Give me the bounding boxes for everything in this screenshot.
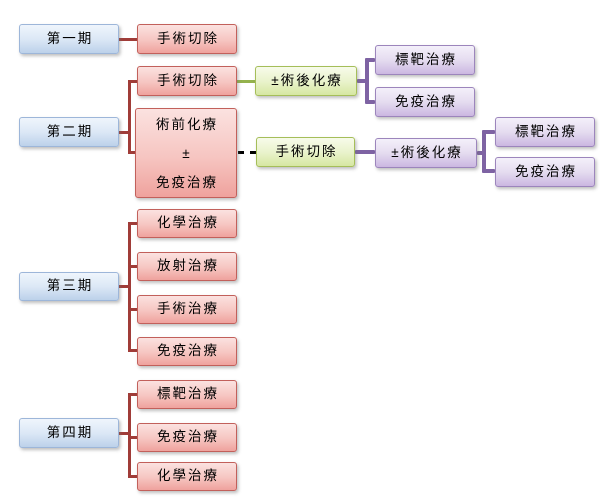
connector-stage2-branch-neoadjuvant	[131, 151, 135, 154]
node-label: 標靶治療	[395, 51, 457, 67]
connector-surgery-adjchemo	[237, 80, 255, 83]
node-s1-surgical-resection: 手術切除	[137, 24, 237, 54]
node-label: 第一期	[46, 30, 94, 46]
node-s3-chemotherapy: 化學治療	[137, 209, 237, 238]
node-label: 第二期	[46, 123, 94, 139]
node-label-line1: 術前化療	[156, 116, 218, 132]
node-label: 化學治療	[157, 215, 219, 231]
node-s3-radiation-therapy: 放射治療	[137, 252, 237, 281]
connector-adjchemo-branch-immuno	[367, 100, 375, 104]
node-stage-4: 第四期	[19, 418, 119, 448]
connector-adjchemob-branch-target	[484, 130, 495, 134]
node-label: 標靶治療	[515, 123, 577, 139]
node-s2-neoadjuvant-chemo-immuno: 術前化療 ± 免疫治療	[135, 108, 237, 198]
node-s2-immunotherapy-a: 免疫治療	[375, 87, 475, 117]
connector-stage3-stub	[119, 285, 131, 288]
connector-stage4-branch-target	[131, 393, 137, 396]
connector-stage4-vertical	[128, 393, 131, 478]
connector-adjchemo-branch-target	[367, 58, 375, 62]
node-s2-surgical-resection: 手術切除	[137, 66, 237, 96]
connector-neoadjuvant-surgery-dashed	[238, 151, 256, 154]
node-label: ±術後化療	[271, 72, 343, 88]
node-stage-3: 第三期	[19, 272, 119, 301]
node-label: 免疫治療	[157, 429, 219, 445]
node-s4-immunotherapy: 免疫治療	[137, 423, 237, 452]
node-s2-targeted-therapy-b: 標靶治療	[495, 117, 595, 147]
connector-adjchemob-branch-immuno	[484, 169, 495, 173]
node-label: 化學治療	[157, 468, 219, 484]
connector-stage3-branch-surgery	[131, 308, 137, 311]
connector-stage4-stub	[119, 432, 131, 435]
connector-adjchemo-vertical	[365, 58, 369, 104]
node-s3-surgical-treatment: 手術治療	[137, 295, 237, 324]
node-label-line2: ±	[182, 145, 192, 161]
node-stage-1: 第一期	[19, 24, 119, 54]
node-label: 手術切除	[157, 72, 219, 88]
node-label: ±術後化療	[391, 144, 463, 160]
node-label: 免疫治療	[515, 163, 577, 179]
node-s4-targeted-therapy: 標靶治療	[137, 380, 237, 409]
node-label: 免疫治療	[395, 93, 457, 109]
connector-stage3-branch-immuno	[131, 349, 137, 352]
node-label: 手術治療	[157, 301, 219, 317]
connector-stage4-branch-chemo	[131, 475, 137, 478]
connector-stage2-vertical	[128, 80, 131, 154]
node-stage-2: 第二期	[19, 117, 119, 147]
connector-stage1-surgery	[119, 38, 137, 41]
connector-adjchemob-vertical	[482, 130, 486, 173]
connector-stage2-branch-surgery	[131, 80, 137, 83]
connector-stage3-branch-chemo	[131, 222, 137, 225]
node-s2-immunotherapy-b: 免疫治療	[495, 157, 595, 187]
node-s2-adjuvant-chemo: ±術後化療	[255, 66, 357, 96]
node-label: 免疫治療	[157, 343, 219, 359]
node-label: 標靶治療	[157, 386, 219, 402]
node-label: 第四期	[46, 424, 94, 440]
connector-surgeryb-adjchemob	[355, 150, 375, 154]
node-label: 手術切除	[275, 143, 338, 159]
connector-adjchemo-stub	[357, 79, 367, 83]
node-s4-chemotherapy: 化學治療	[137, 462, 237, 491]
connector-stage3-vertical	[128, 222, 131, 352]
node-label: 手術切除	[157, 30, 219, 46]
connector-stage3-branch-radiation	[131, 265, 137, 268]
node-s2-adjuvant-chemo-b: ±術後化療	[375, 138, 477, 168]
node-s3-immunotherapy: 免疫治療	[137, 337, 237, 366]
node-label: 放射治療	[157, 258, 219, 274]
node-label: 第三期	[46, 278, 94, 294]
connector-adjchemob-stub	[477, 151, 485, 155]
node-s2-targeted-therapy-a: 標靶治療	[375, 45, 475, 75]
node-label-line3: 免疫治療	[156, 174, 218, 190]
node-s2-surgical-resection-b: 手術切除	[256, 137, 355, 167]
connector-stage2-stub	[119, 131, 131, 134]
connector-stage4-branch-immuno	[131, 436, 137, 439]
